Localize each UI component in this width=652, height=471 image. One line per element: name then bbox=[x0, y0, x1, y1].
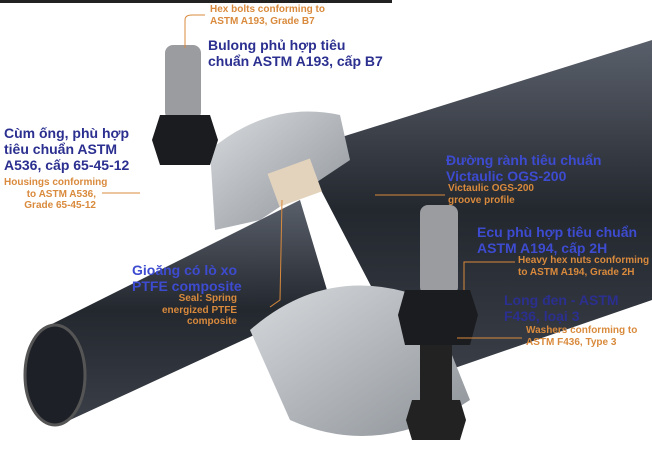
text-line: Grade 65-45-12 bbox=[24, 200, 96, 211]
text-line: Gioăng có lò xo bbox=[132, 262, 238, 278]
bottom-bolt-shank bbox=[420, 345, 452, 405]
text-line: Bulong phủ hợp tiêu bbox=[208, 37, 346, 53]
bottom-bolt-head bbox=[406, 400, 466, 440]
text-line: ASTM F436, Type 3 bbox=[526, 336, 617, 348]
text-line: ASTM A193, Grade B7 bbox=[210, 15, 315, 27]
seal-insert bbox=[267, 158, 322, 207]
leader-lines bbox=[102, 14, 522, 339]
pipe-left-opening bbox=[23, 323, 87, 427]
top-border bbox=[0, 0, 392, 3]
text-line: Long đen - ASTM bbox=[504, 292, 619, 308]
text-line: Đường rành tiêu chuẩn bbox=[446, 152, 602, 168]
text-line: ASTM A194, cấp 2H bbox=[477, 240, 608, 257]
bottom-nut bbox=[398, 290, 478, 345]
text-line: energized PTFE bbox=[161, 304, 237, 316]
text-line: Seal: Spring bbox=[178, 293, 237, 304]
text-line: composite bbox=[186, 316, 237, 327]
text-line: A536, cấp 65-45-12 bbox=[4, 157, 130, 174]
text-line: tiêu chuẩn ASTM bbox=[4, 141, 118, 158]
text-line: to ASTM A536, bbox=[26, 188, 96, 200]
text-line: Housings conforming bbox=[4, 177, 108, 188]
pipe-left bbox=[40, 200, 330, 420]
text-line: F436, loại 3 bbox=[504, 308, 580, 325]
text-line: Hex bolts conforming to bbox=[210, 4, 325, 15]
text-line: chuẩn ASTM A193, cấp B7 bbox=[208, 53, 383, 70]
text-line: Cùm ống, phù hợp bbox=[4, 125, 130, 141]
text-line: Washers conforming to bbox=[526, 325, 638, 336]
top-bolt-thread bbox=[165, 45, 201, 120]
top-nut bbox=[152, 115, 218, 165]
text-line: Victaulic OGS-200 bbox=[448, 183, 534, 194]
text-line: Victaulic OGS-200 bbox=[446, 168, 567, 185]
text-line: to ASTM A194, Grade 2H bbox=[518, 266, 635, 278]
text-line: groove profile bbox=[448, 194, 515, 206]
text-line: Heavy hex nuts conforming bbox=[518, 255, 650, 266]
bottom-bolt-thread bbox=[420, 205, 458, 295]
text-line: PTFE composite bbox=[132, 278, 242, 295]
text-line: Ecu phù hợp tiêu chuẩn bbox=[477, 224, 638, 240]
